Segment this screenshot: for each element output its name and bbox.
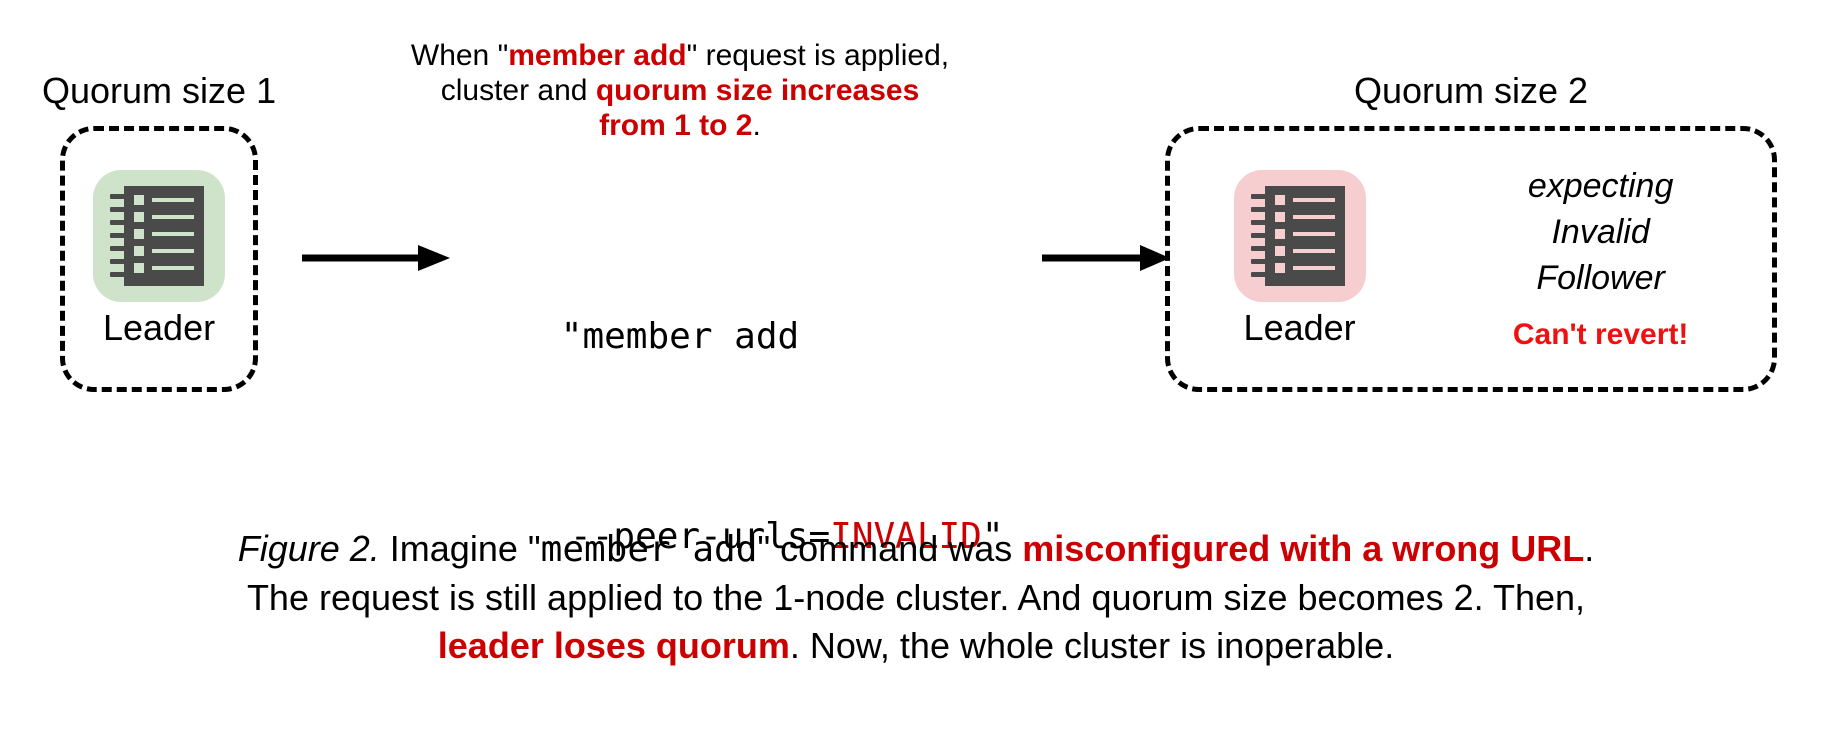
annotation-line-3: from 1 to 2.	[390, 108, 970, 143]
status-line-follower: Follower	[1536, 259, 1665, 297]
caption-l1-c: .	[1584, 528, 1595, 569]
log-notebook-icon	[93, 170, 226, 311]
caption-line-1: Figure 2. Imagine "member add" command w…	[0, 525, 1832, 574]
caption-line-3: leader loses quorum. Now, the whole clus…	[0, 622, 1832, 670]
right-quorum-label: Quorum size 2	[1353, 70, 1589, 111]
command-line-1: "member add	[560, 316, 800, 357]
caption-l1-b: " command was	[757, 528, 1023, 569]
right-cluster-boundary: Leader expecting Invalid Follower Can't …	[1165, 126, 1777, 392]
caption-line-2: The request is still applied to the 1-no…	[246, 577, 1586, 618]
arrow-right-icon-2	[1040, 243, 1170, 273]
caption-l3-red: leader loses quorum	[437, 625, 790, 666]
annot-l3-b: from 1 to 2	[599, 109, 753, 142]
left-node-role-label: Leader	[102, 307, 216, 348]
right-node-status: expecting Invalid Follower Can't revert!	[1513, 163, 1689, 355]
annot-l2-a: cluster and	[440, 74, 596, 107]
cmd-l2-a: --peer-urls=	[570, 516, 831, 557]
left-cluster-group: Quorum size 1	[42, 70, 276, 392]
annot-l1-c: " request is applied,	[686, 39, 950, 72]
annotation-text: When "member add" request is applied, cl…	[390, 38, 970, 143]
status-badge-cant-revert: Can't revert!	[1512, 318, 1689, 351]
left-quorum-label: Quorum size 1	[42, 70, 277, 111]
right-cluster-group: Quorum size 2	[1165, 70, 1777, 392]
annot-l1-b: member add	[508, 39, 687, 72]
caption-figure-number: Figure 2.	[237, 528, 380, 569]
annot-l3-c: .	[752, 109, 761, 142]
cmd-l2-c: "	[981, 516, 1004, 557]
right-node-role-label: Leader	[1243, 307, 1356, 348]
annot-l2-b: quorum size increases	[595, 74, 920, 107]
left-leader-node: Leader	[93, 170, 226, 348]
figure-caption: Figure 2. Imagine "member add" command w…	[0, 525, 1832, 670]
caption-l1-mono: member add	[540, 529, 758, 570]
arrow-right-icon	[300, 243, 450, 273]
annotation-line-1: When "member add" request is applied,	[390, 38, 970, 73]
annotation-line-2: cluster and quorum size increases	[390, 73, 970, 108]
caption-l1-a: Imagine "	[379, 528, 541, 569]
caption-l1-red: misconfigured with a wrong URL	[1022, 528, 1585, 569]
command-text: "member add --peer-urls=INVALID"	[440, 212, 1004, 712]
command-line-2: --peer-urls=INVALID"	[440, 462, 1004, 612]
right-leader-node: Leader	[1233, 170, 1366, 348]
annot-l1-a: When "	[410, 39, 509, 72]
status-line-invalid: Invalid	[1551, 213, 1650, 251]
status-line-expecting: expecting	[1527, 167, 1674, 205]
left-cluster-boundary: Leader	[60, 126, 259, 392]
log-notebook-icon-2	[1233, 170, 1366, 311]
cmd-l2-invalid: INVALID	[830, 516, 982, 557]
caption-l3-b: . Now, the whole cluster is inoperable.	[789, 625, 1395, 666]
